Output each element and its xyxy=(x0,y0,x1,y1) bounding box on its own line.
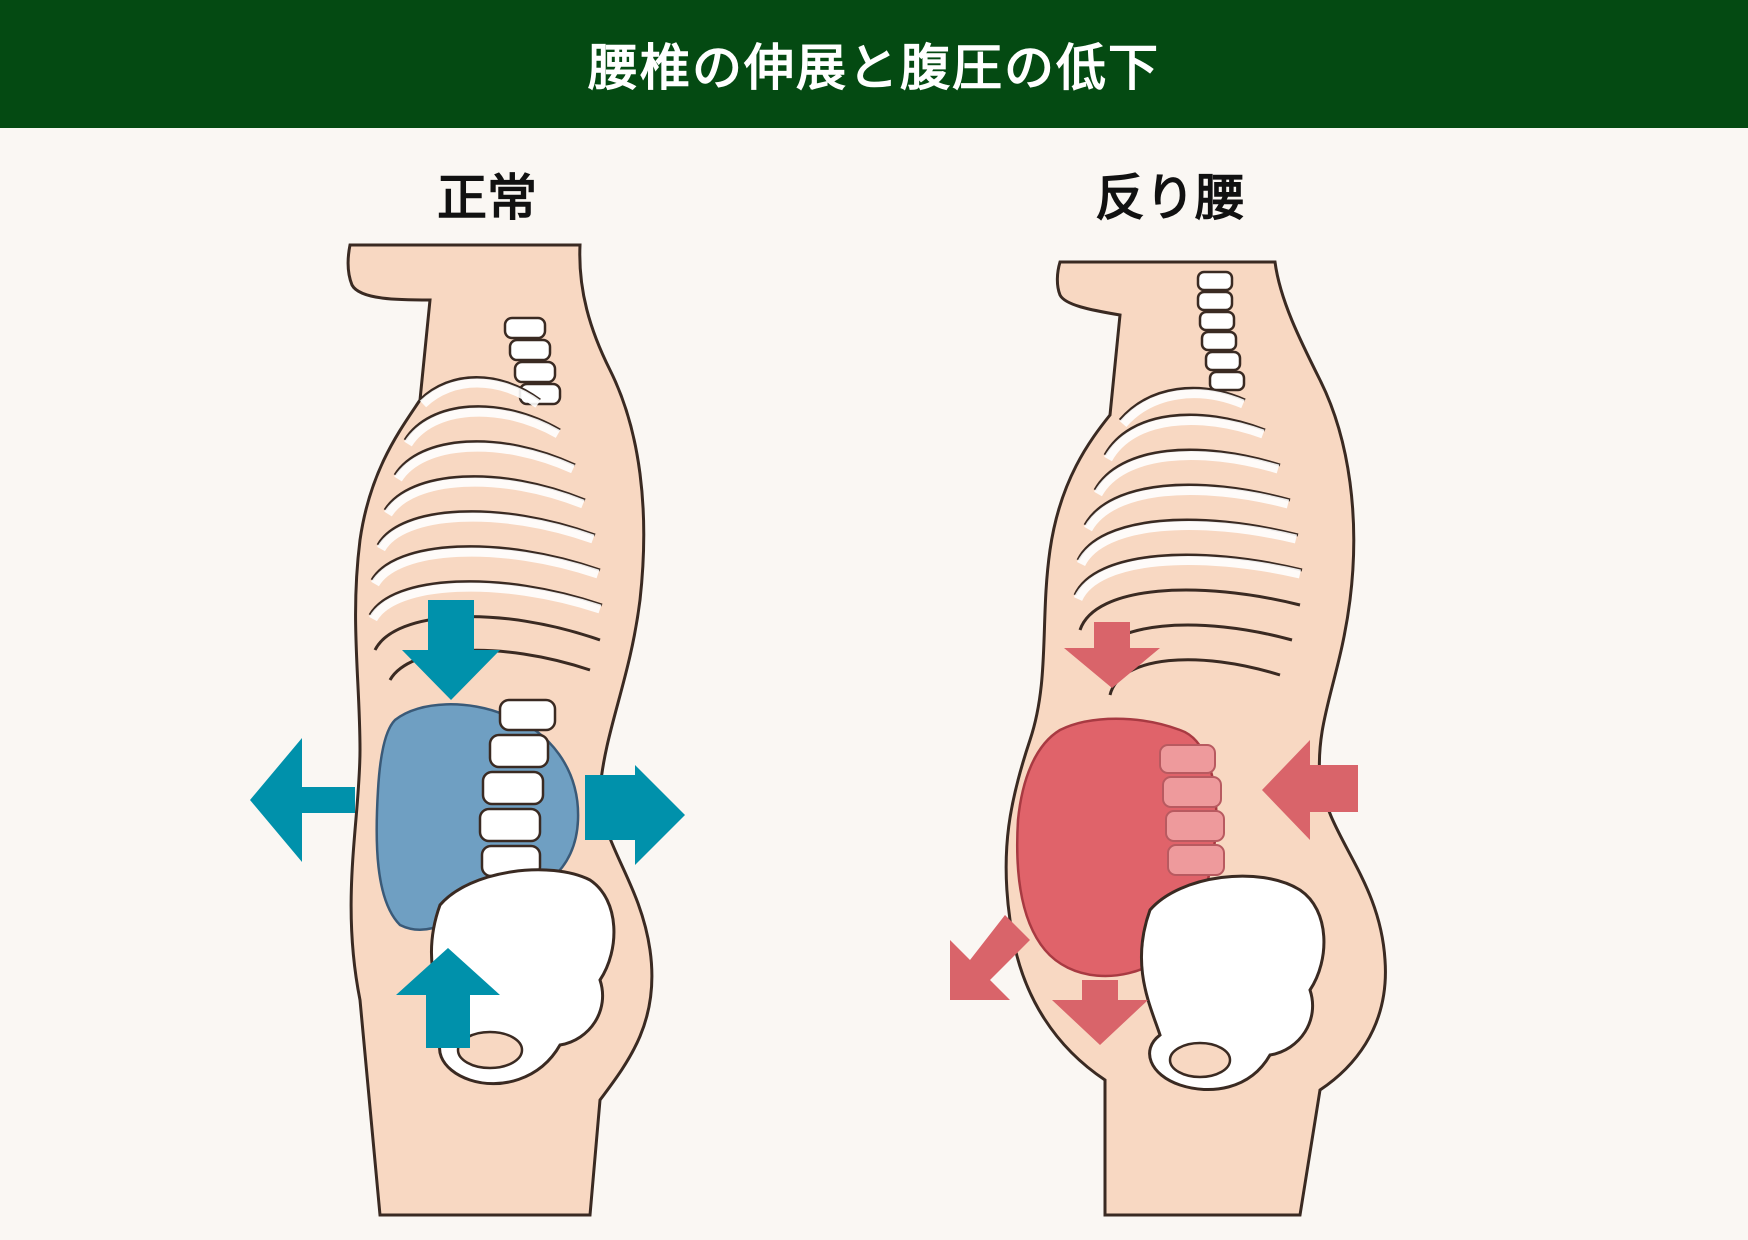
sway-panel-label: 反り腰 xyxy=(1095,169,1245,227)
arrow-left-icon xyxy=(1262,740,1358,840)
arrow-down-icon xyxy=(1052,980,1148,1045)
sway-pelvis xyxy=(1139,874,1326,1092)
arrow-down-left-icon xyxy=(950,915,1030,1000)
arrow-right-icon xyxy=(585,765,685,865)
arrow-up-icon xyxy=(396,948,500,1048)
arrow-down-icon xyxy=(1064,622,1160,688)
sway-figure xyxy=(950,260,1387,1217)
arrow-down-icon xyxy=(402,600,500,700)
arrow-left-icon xyxy=(250,738,355,862)
header-bar: 腰椎の伸展と腹圧の低下 xyxy=(0,0,1748,128)
sway-rib-fill xyxy=(1073,389,1302,602)
normal-figure xyxy=(250,243,685,1217)
page-title: 腰椎の伸展と腹圧の低下 xyxy=(588,39,1160,97)
normal-rib-cage xyxy=(368,376,603,681)
normal-panel-label: 正常 xyxy=(437,169,537,227)
sway-upper-spine xyxy=(1196,270,1246,392)
sway-lumbar-spine xyxy=(1159,744,1225,876)
normal-rib-fill xyxy=(369,378,602,622)
